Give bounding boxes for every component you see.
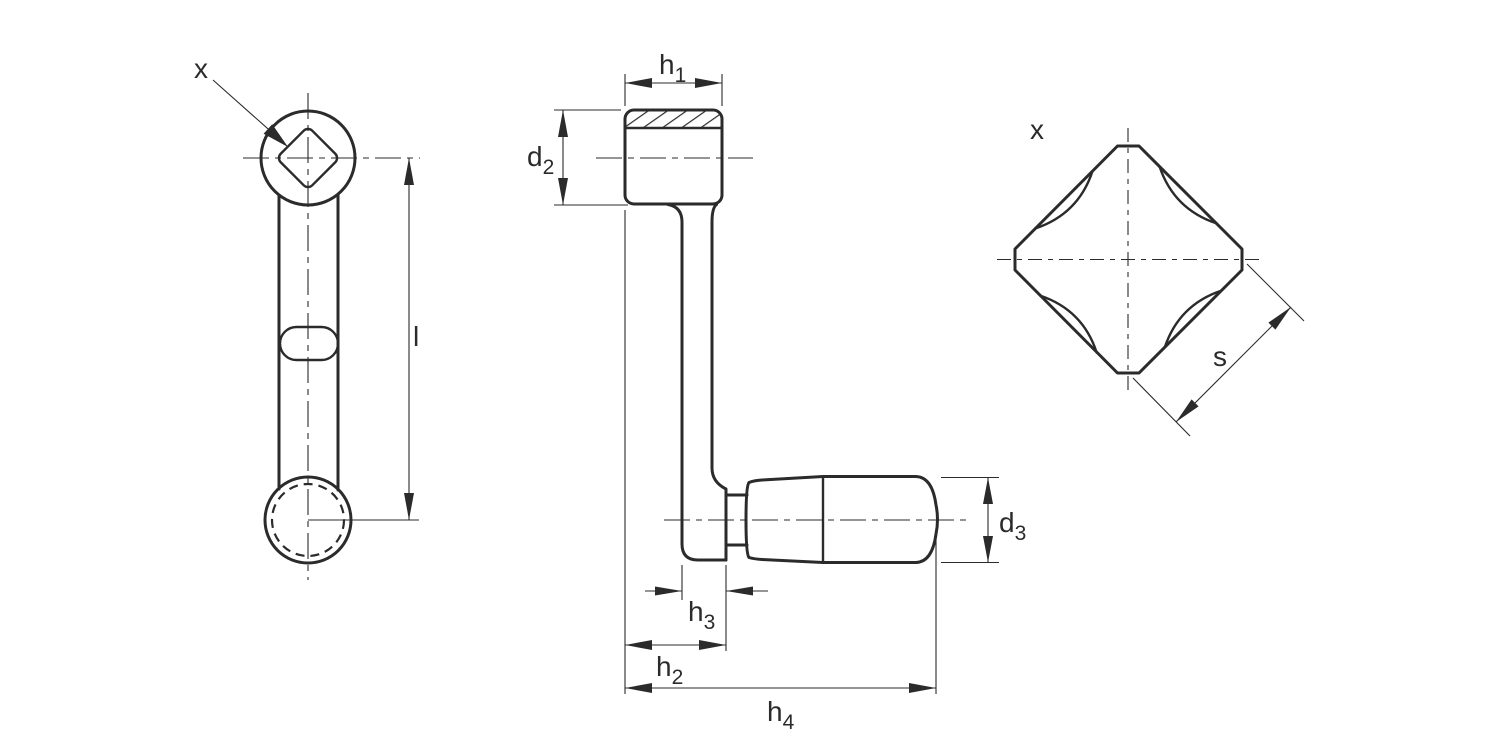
dimension-h3: h3	[645, 565, 768, 651]
arrowhead-down	[404, 493, 414, 520]
arrowhead-left	[625, 640, 652, 650]
arrowhead-right	[699, 640, 726, 650]
dimension-h2: h2	[624, 210, 726, 694]
hub-hatch-band	[625, 110, 722, 128]
arrowhead-lower	[1176, 399, 1199, 422]
dimension-line	[1175, 306, 1292, 423]
dimension-d3: d3	[941, 476, 1026, 564]
square-outline	[1013, 144, 1244, 375]
dimension-label-s: s	[1213, 341, 1227, 372]
dimension-h4: h4	[625, 540, 937, 734]
dimension-label-h3: h3	[688, 596, 715, 634]
arrowhead-upper	[1268, 307, 1291, 330]
arrowhead-right	[695, 78, 722, 88]
side-view: h1 d2 d3 h3	[527, 49, 1026, 734]
arrowhead-down	[983, 536, 993, 563]
dimension-label-h1: h1	[659, 49, 686, 87]
dimension-l: l	[404, 158, 419, 520]
corner-arc-lower-left	[1039, 294, 1098, 354]
dimension-label-l: l	[413, 321, 419, 352]
arm-right-contour	[710, 203, 728, 562]
arm-cross-section-hatch	[278, 325, 340, 362]
dimension-label-h2: h2	[656, 651, 683, 689]
hub-circle	[259, 109, 357, 207]
arrowhead-left	[625, 78, 652, 88]
dimension-label-d3: d3	[999, 507, 1026, 545]
dimension-h1: h1	[624, 49, 723, 106]
square-detail-view: x s	[997, 114, 1305, 437]
dimension-s: s	[1132, 263, 1305, 437]
arrowhead-up	[404, 158, 414, 185]
arrowhead-right	[655, 586, 682, 596]
arrowhead-up	[558, 110, 568, 137]
extension-line-lower	[1132, 377, 1191, 437]
front-view: l x	[194, 53, 420, 580]
square-bore	[277, 127, 339, 189]
arrowhead-down	[558, 178, 568, 205]
arrowhead-left	[726, 586, 753, 596]
arrowhead-right	[909, 683, 936, 693]
dimension-label-d2: d2	[527, 141, 554, 179]
arrowhead-left	[625, 683, 652, 693]
dimension-d2: d2	[527, 109, 628, 206]
detail-marker-label: x	[194, 53, 208, 84]
arm-left-contour	[666, 203, 728, 562]
detail-view-title: x	[1030, 114, 1044, 145]
hub-boss	[623, 108, 724, 206]
grip-outline	[744, 475, 939, 564]
dimension-label-h4: h4	[767, 696, 795, 734]
arrowhead-up	[983, 477, 993, 504]
leader-arrowhead	[263, 124, 288, 147]
corner-arc-lower-right	[1163, 289, 1223, 349]
corner-arc-upper-left	[1034, 170, 1094, 230]
detail-leader: x	[194, 53, 288, 147]
corner-arc-upper-right	[1158, 165, 1218, 225]
extension-line-upper	[1246, 263, 1305, 322]
